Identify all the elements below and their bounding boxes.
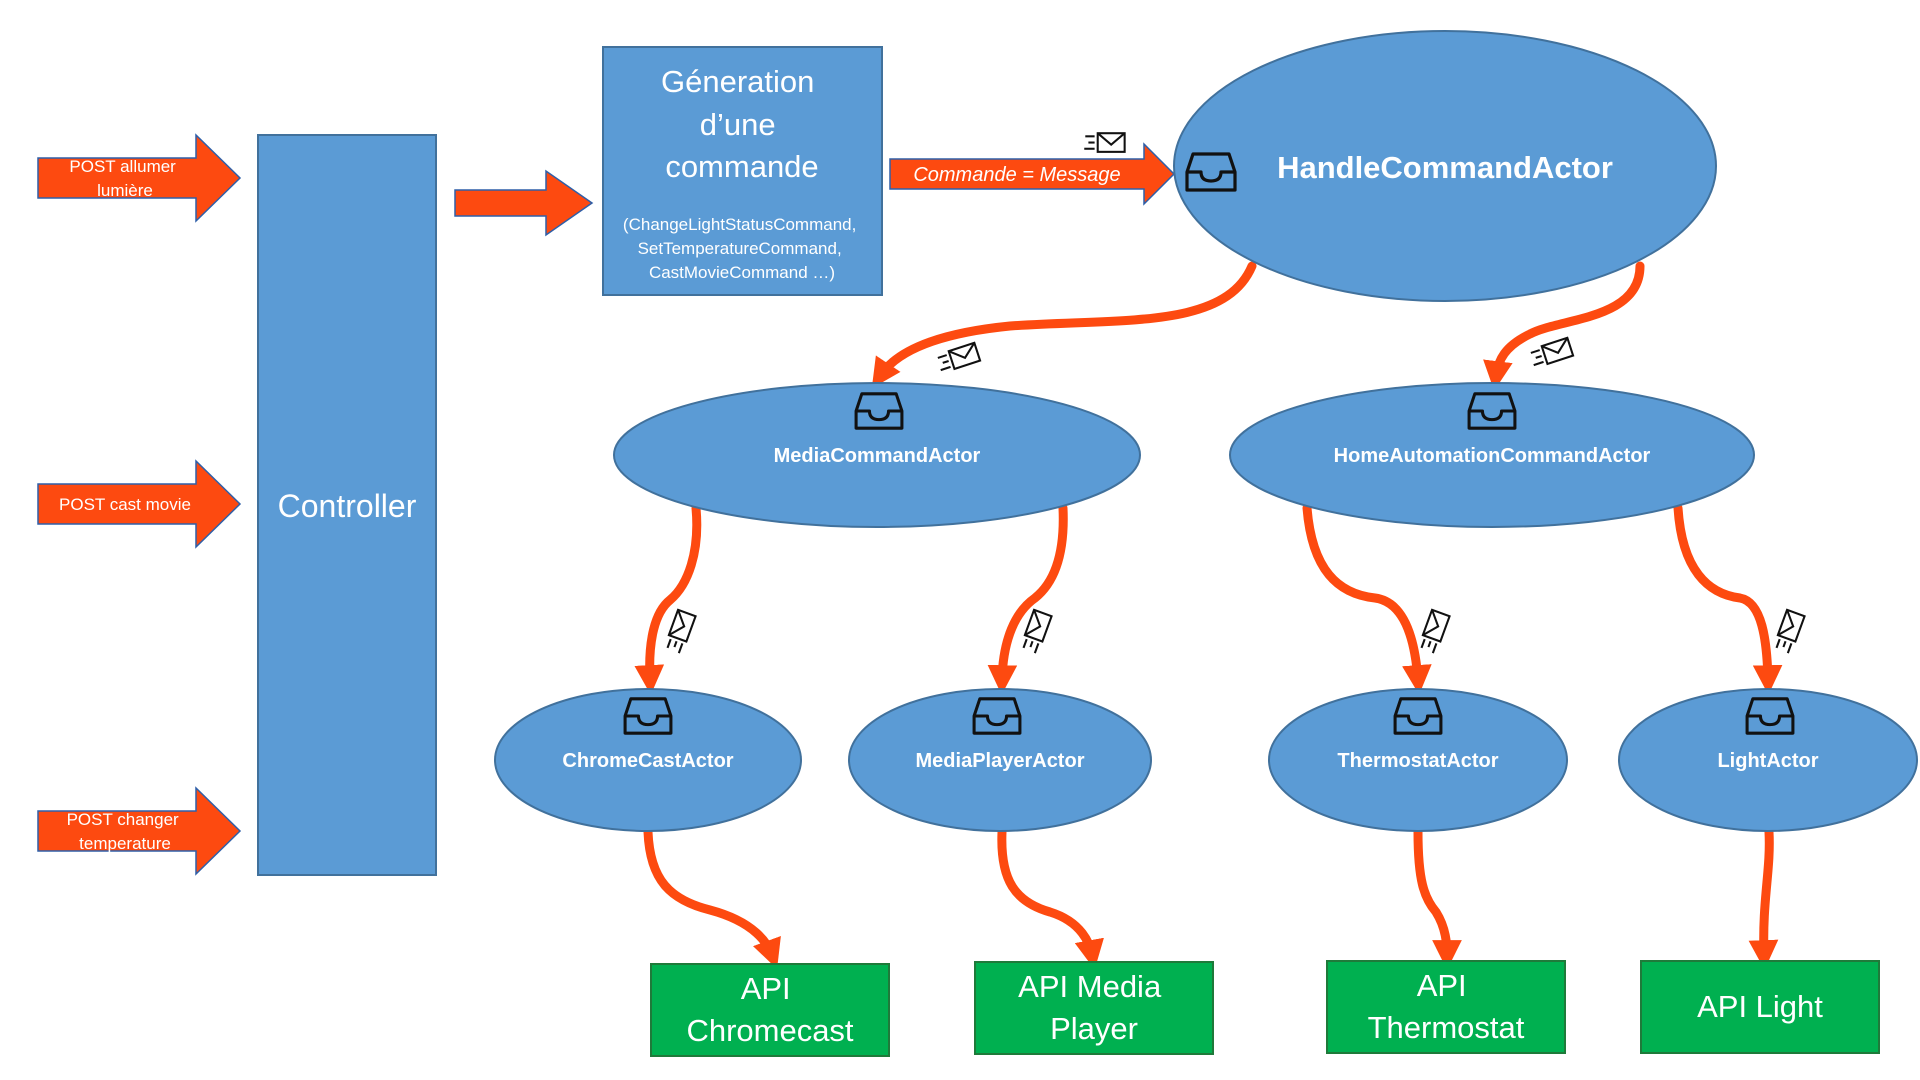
generation-title-3: commande [665,149,818,184]
api-mediaplayer-label-1: API Media [1018,969,1162,1004]
api-thermostat-label-1: API [1417,968,1467,1003]
post-cast-label: POST cast movie [59,495,191,514]
post-light-label-2: lumière [97,181,153,200]
post-light-arrow: POST allumer lumière [37,133,242,223]
api-light-box: API Light [1640,960,1880,1054]
api-chromecast-label-2: Chromecast [686,1013,853,1048]
handle-to-home-connector [1483,261,1645,391]
chromecast-actor: ChromeCastActor [494,688,802,832]
mediaplayer-to-api-connector [997,827,1104,970]
handle-command-actor-label: HandleCommandActor [1277,150,1613,185]
thermostat-actor-label: ThermostatActor [1337,750,1498,772]
api-thermostat-label-2: Thermostat [1368,1010,1525,1045]
light-actor-label: LightActor [1717,750,1818,772]
home-to-light-connector [1673,503,1783,695]
chromecast-actor-label: ChromeCastActor [562,750,733,772]
svg-text:POST changer temperature: POST changer temperature [67,810,184,853]
media-command-actor: MediaCommandActor [613,382,1141,528]
generation-detail-1: (ChangeLightStatusCommand, [623,215,856,234]
flying-envelope-icon [1019,608,1053,656]
media-to-mediaplayer-connector [987,503,1068,695]
home-automation-command-actor: HomeAutomationCommandActor [1229,382,1755,528]
thermostat-to-api-connector [1413,827,1462,970]
controller-label: Controller [278,488,417,524]
api-mediaplayer-box: API Media Player [974,961,1214,1055]
svg-text:POST allumer lumière: POST allumer lumière [69,157,180,200]
flying-envelope-icon [1417,608,1451,656]
thermostat-actor: ThermostatActor [1268,688,1568,832]
home-automation-command-actor-label: HomeAutomationCommandActor [1334,445,1651,467]
chromecast-to-api-connector [643,827,781,969]
svg-text:API Chromecast: API Chromecast [686,971,853,1048]
media-command-actor-label: MediaCommandActor [774,445,981,467]
mediaplayer-actor-label: MediaPlayerActor [916,750,1085,772]
post-light-label-1: POST allumer [69,157,176,176]
generation-detail-3: CastMovieCommand …) [649,263,835,282]
post-cast-arrow: POST cast movie [37,459,242,549]
api-chromecast-label-1: API [741,971,791,1006]
generation-box: Géneration d’une commande (ChangeLightSt… [602,46,883,296]
svg-text:Géneration d’une c: Géneration d’une commande [661,64,823,184]
api-mediaplayer-label-2: Player [1050,1011,1138,1046]
flying-envelope-icon [663,608,697,656]
flying-envelope-icon [1527,336,1575,370]
controller-box: Controller [257,134,437,876]
api-light-label: API Light [1697,989,1823,1024]
svg-text:API Thermostat: API Thermostat [1368,968,1525,1045]
light-to-api-connector [1748,827,1779,970]
handle-command-actor: HandleCommandActor [1173,30,1717,302]
message-arrow-label: Commande = Message [913,164,1120,186]
svg-text:API Media Player: API Media Player [1018,969,1170,1046]
mediaplayer-actor: MediaPlayerActor [848,688,1152,832]
message-arrow: Commande = Message [889,142,1176,206]
post-temp-arrow: POST changer temperature [37,786,242,876]
light-actor: LightActor [1618,688,1918,832]
handle-to-media-connector [871,261,1257,389]
flying-envelope-icon [1772,608,1806,656]
generation-title-2: d’une [700,107,776,142]
media-to-chromecast-connector [634,503,702,695]
post-temp-label-1: POST changer [67,810,179,829]
svg-text:(ChangeLightStatusCommand,: (ChangeLightStatusCommand, SetTemperatur… [623,215,861,282]
api-chromecast-box: API Chromecast [650,963,890,1057]
home-to-thermostat-connector [1302,503,1432,695]
flying-envelope-icon [1083,132,1126,153]
post-temp-label-2: temperature [79,834,171,853]
api-thermostat-box: API Thermostat [1326,960,1566,1054]
controller-to-generation-arrow [454,169,594,237]
flying-envelope-icon [934,341,982,375]
generation-detail-2: SetTemperatureCommand, [638,239,842,258]
generation-title-1: Géneration [661,64,814,99]
